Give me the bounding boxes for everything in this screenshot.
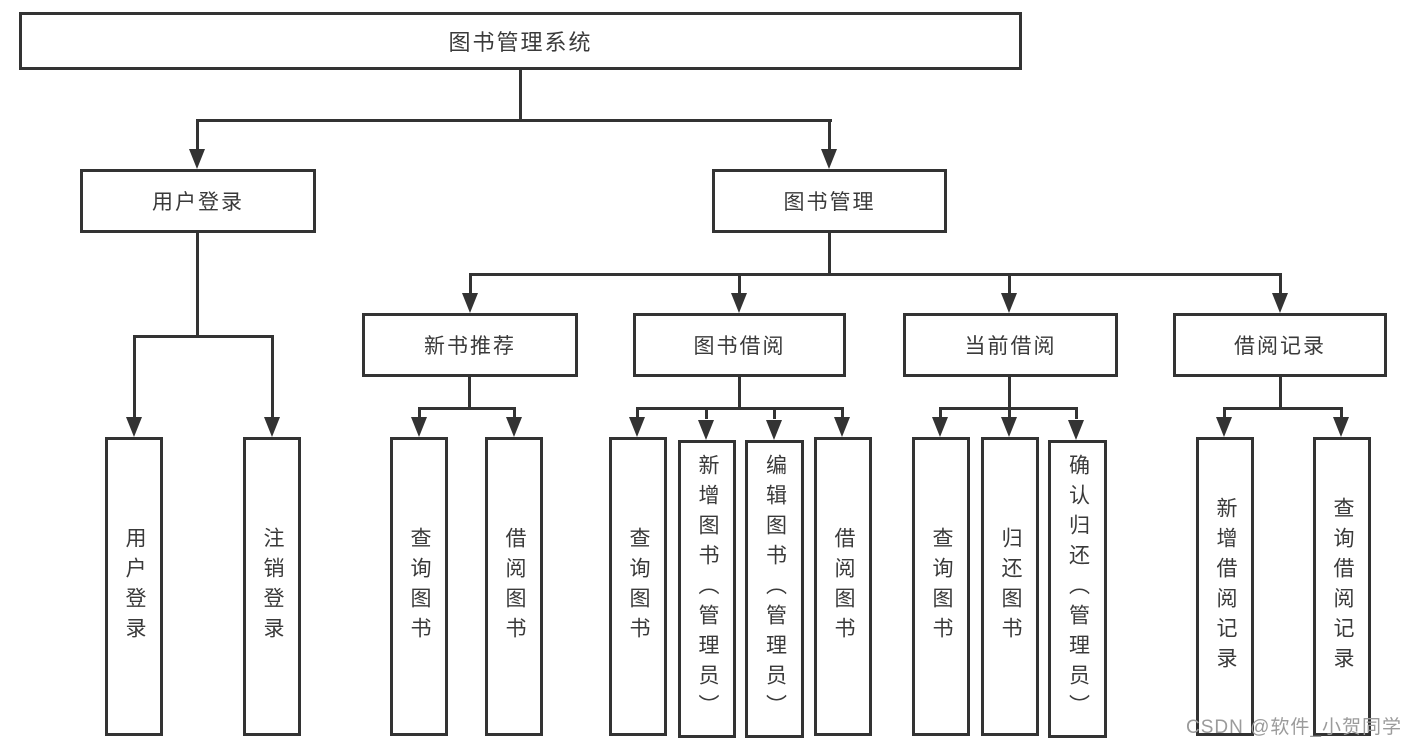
edge-book-borrow-stem <box>738 377 741 409</box>
edge-drop-br-add <box>1223 407 1226 419</box>
node-book-borrow: 图书借阅 <box>633 313 846 377</box>
leaf-label: 借阅图书 <box>832 526 855 647</box>
node-borrow-records: 借阅记录 <box>1173 313 1387 377</box>
arrowhead-cb-confirm-icon <box>1068 420 1084 440</box>
arrowhead-bb-add-icon <box>698 420 714 440</box>
edge-current-borrow-stem <box>1008 377 1011 409</box>
node-current-borrow: 当前借阅 <box>903 313 1118 377</box>
leaf-label: 查询图书 <box>408 526 431 647</box>
edge-user-login-stem <box>196 233 199 337</box>
leaf-bb-edit-books-admin: 编辑图书（管理员） <box>745 440 804 738</box>
arrowhead-new-book-icon <box>462 293 478 313</box>
leaf-cb-query-books: 查询图书 <box>912 437 970 736</box>
leaf-label: 新增图书（管理员） <box>696 454 719 724</box>
edge-drop-bb-borrow <box>841 407 844 419</box>
edge-drop-book-management <box>828 119 831 150</box>
node-book-management: 图书管理 <box>712 169 947 233</box>
arrowhead-borrow-records-icon <box>1272 293 1288 313</box>
arrowhead-bb-query-icon <box>629 417 645 437</box>
leaf-label: 编辑图书（管理员） <box>763 454 787 724</box>
arrowhead-cb-query-icon <box>932 417 948 437</box>
edge-drop-book-borrow <box>738 273 741 295</box>
edge-drop-br-query <box>1340 407 1343 419</box>
arrowhead-current-borrow-icon <box>1001 293 1017 313</box>
leaf-label: 用户登录 <box>123 526 146 647</box>
leaf-label: 查询图书 <box>930 526 953 647</box>
leaf-cb-confirm-return-admin: 确认归还（管理员） <box>1048 440 1107 738</box>
edge-drop-user-login <box>196 119 199 150</box>
arrowhead-book-management-icon <box>821 149 837 169</box>
arrowhead-login-leaf-icon <box>126 417 142 437</box>
arrowhead-nb-query-icon <box>411 417 427 437</box>
edge-drop-login-leaf <box>133 335 136 417</box>
leaf-label: 查询图书 <box>627 526 650 647</box>
leaf-label: 注销登录 <box>261 526 284 647</box>
edge-borrow-records-bar <box>1223 407 1342 410</box>
leaf-bb-add-books-admin: 新增图书（管理员） <box>678 440 736 738</box>
edge-level3-bar <box>469 273 1282 276</box>
leaf-logout: 注销登录 <box>243 437 301 736</box>
arrowhead-br-query-icon <box>1333 417 1349 437</box>
edge-book-management-stem <box>828 233 831 275</box>
node-new-book-recommend: 新书推荐 <box>362 313 578 377</box>
leaf-label: 新增借阅记录 <box>1214 496 1237 677</box>
edge-drop-cb-return <box>1008 407 1011 419</box>
leaf-label: 确认归还（管理员） <box>1066 454 1090 724</box>
node-library-management-system: 图书管理系统 <box>19 12 1022 70</box>
edge-drop-nb-borrow <box>513 407 516 419</box>
leaf-cb-return-books: 归还图书 <box>981 437 1039 736</box>
arrowhead-bb-edit-icon <box>766 420 782 440</box>
edge-level2-bar <box>196 119 832 122</box>
leaf-label: 归还图书 <box>999 526 1022 647</box>
edge-drop-logout-leaf <box>271 335 274 417</box>
edge-drop-nb-query <box>418 407 421 419</box>
leaf-bb-query-books: 查询图书 <box>609 437 667 736</box>
edge-drop-bb-edit <box>773 407 776 419</box>
edge-drop-bb-add <box>705 407 708 419</box>
edge-drop-cb-query <box>939 407 942 419</box>
edge-borrow-records-stem <box>1279 377 1282 409</box>
arrowhead-logout-leaf-icon <box>264 417 280 437</box>
edge-user-login-bar <box>133 335 274 338</box>
arrowhead-br-add-icon <box>1216 417 1232 437</box>
edge-drop-new-book <box>469 273 472 295</box>
leaf-user-login: 用户登录 <box>105 437 163 736</box>
leaf-label: 借阅图书 <box>503 526 526 647</box>
edge-drop-bb-query <box>636 407 639 419</box>
edge-new-book-bar <box>418 407 516 410</box>
edge-drop-borrow-records <box>1279 273 1282 295</box>
leaf-br-add-record: 新增借阅记录 <box>1196 437 1254 736</box>
arrowhead-user-login-icon <box>189 149 205 169</box>
leaf-br-query-record: 查询借阅记录 <box>1313 437 1371 736</box>
edge-drop-cb-confirm <box>1075 407 1078 419</box>
arrowhead-nb-borrow-icon <box>506 417 522 437</box>
leaf-nb-borrow-books: 借阅图书 <box>485 437 543 736</box>
edge-new-book-stem <box>468 377 471 409</box>
arrowhead-bb-borrow-icon <box>834 417 850 437</box>
arrowhead-book-borrow-icon <box>731 293 747 313</box>
node-user-login: 用户登录 <box>80 169 316 233</box>
csdn-watermark: CSDN @软件_小贺同学 <box>1186 717 1402 738</box>
leaf-label: 查询借阅记录 <box>1331 496 1354 677</box>
edge-book-borrow-bar <box>636 407 843 410</box>
leaf-nb-query-books: 查询图书 <box>390 437 448 736</box>
arrowhead-cb-return-icon <box>1001 417 1017 437</box>
edge-drop-current-borrow <box>1008 273 1011 295</box>
edge-root-stem <box>519 70 522 122</box>
leaf-bb-borrow-books: 借阅图书 <box>814 437 872 736</box>
